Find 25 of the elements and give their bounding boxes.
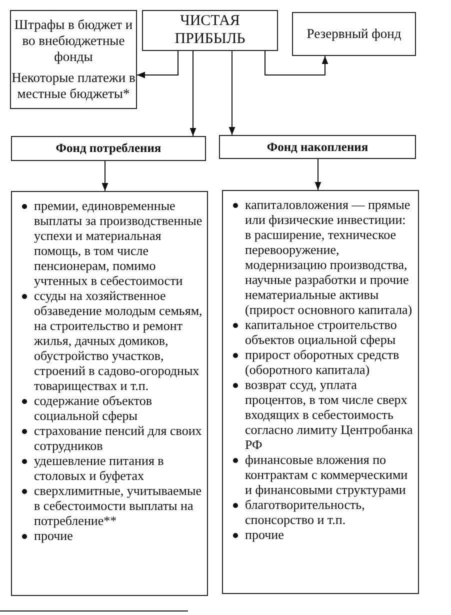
arrow: [314, 158, 322, 190]
list-item: благотворительность, спонсорство и т.п.: [231, 497, 414, 527]
arrow: [190, 50, 196, 136]
header-box: [219, 135, 416, 159]
list-item: прочие: [231, 527, 414, 542]
note-text: Штрафы в бюджет и во внебюджетные фонды: [13, 16, 134, 64]
list-box: [11, 191, 208, 596]
arrow: [228, 50, 236, 136]
arrow: [102, 160, 108, 192]
arrow: [136, 50, 178, 78]
list-box: [222, 190, 419, 594]
arrow: [264, 50, 328, 76]
title-box: [142, 10, 278, 51]
process-box: [292, 12, 416, 56]
fund-heading: Фонд потребления: [56, 141, 162, 156]
list-item: ссуды на хозяйственное обзаведение молодым семьям, на строительство и ремонт жилья, дачных домиков, обустройство участков, строений в садово-огородных товариществах и т.п.: [20, 288, 203, 393]
node-label: ЧИСТАЯ ПРИБЫЛЬ: [174, 12, 246, 48]
header-box: [11, 136, 206, 161]
node-label: Резервный фонд: [306, 26, 402, 42]
note-box: [10, 10, 137, 109]
list-item: прирост оборотных средств (оборотного капитала): [231, 347, 414, 377]
note-text: Некоторые платежи в местные бюджеты*: [11, 70, 136, 102]
list-item: прочие: [20, 528, 203, 543]
fund-heading: Фонд накопления: [266, 140, 368, 154]
list-item: капиталовложения — прямые или физические инвестиции: в расширение, техническое перевооружение, модернизацию производства, научные разработки и прочие нематериальные активы (прирост основного капитала): [231, 197, 414, 317]
